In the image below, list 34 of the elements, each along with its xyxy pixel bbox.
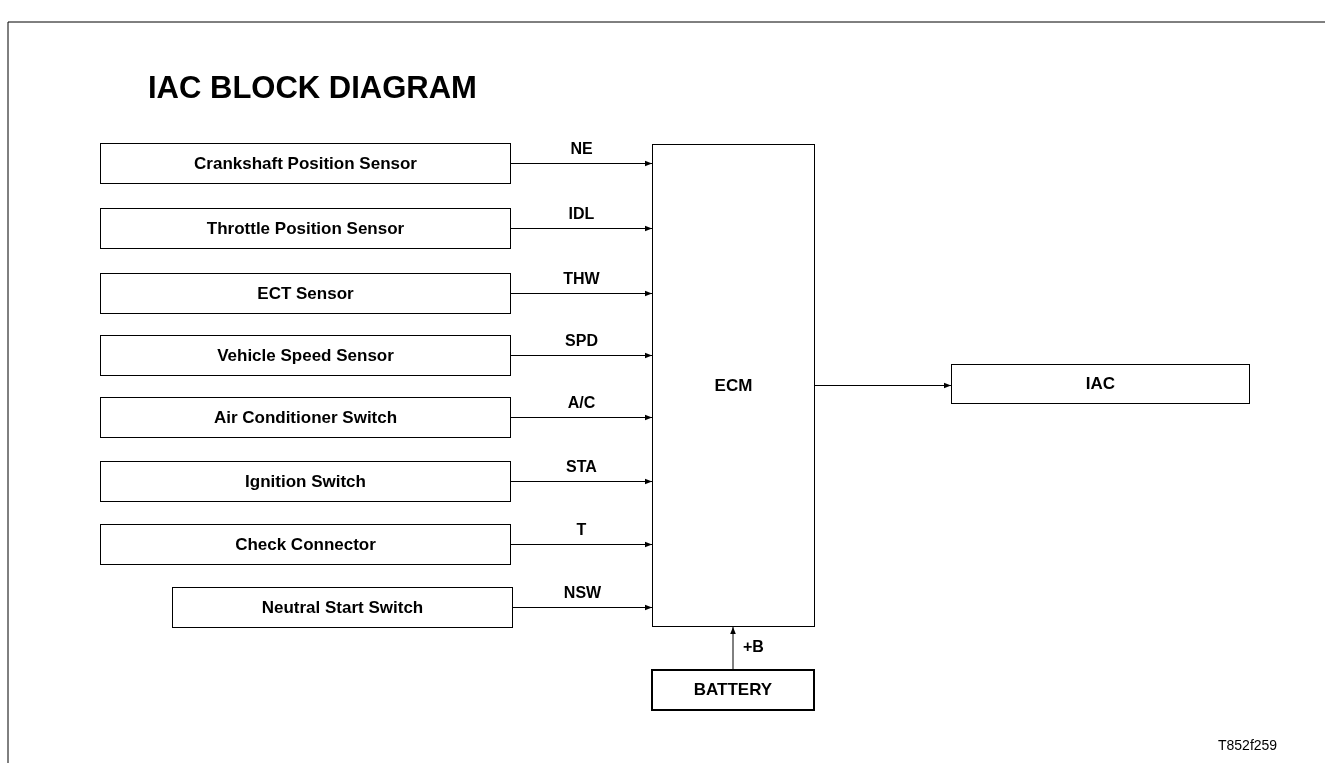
block-label: ECM: [714, 375, 753, 396]
arrow: [510, 541, 653, 548]
block-label: Crankshaft Position Sensor: [194, 153, 417, 174]
arrow: [510, 478, 653, 485]
figure-code: T852f259: [1218, 737, 1278, 753]
block-box: [100, 335, 511, 376]
block-box: [951, 364, 1250, 404]
arrow: [510, 290, 653, 297]
block-label: Check Connector: [235, 534, 376, 555]
arrow: [510, 352, 653, 359]
block-label: Ignition Switch: [245, 471, 366, 492]
block-box: [172, 587, 513, 628]
diagram-title: IAC BLOCK DIAGRAM: [148, 70, 477, 106]
block-label: BATTERY: [693, 680, 773, 700]
block-box: [651, 669, 815, 711]
block-label: ECT Sensor: [257, 283, 354, 304]
arrow: [730, 626, 736, 670]
arrow: [510, 414, 653, 421]
arrow: [510, 160, 653, 167]
arrow: [512, 604, 653, 611]
block-label: IAC: [1085, 374, 1116, 394]
arrow: [510, 225, 653, 232]
block-box: [652, 144, 815, 627]
block-box: [100, 208, 511, 249]
block-box: [100, 524, 511, 565]
block-box: [100, 143, 511, 184]
block-box: [100, 397, 511, 438]
block-label: Vehicle Speed Sensor: [217, 345, 394, 366]
block-label: Air Conditioner Switch: [213, 407, 398, 428]
block-label: Throttle Position Sensor: [206, 218, 405, 239]
block-box: [100, 273, 511, 314]
arrow: [814, 382, 952, 389]
block-label: Neutral Start Switch: [261, 597, 424, 618]
block-box: [100, 461, 511, 502]
